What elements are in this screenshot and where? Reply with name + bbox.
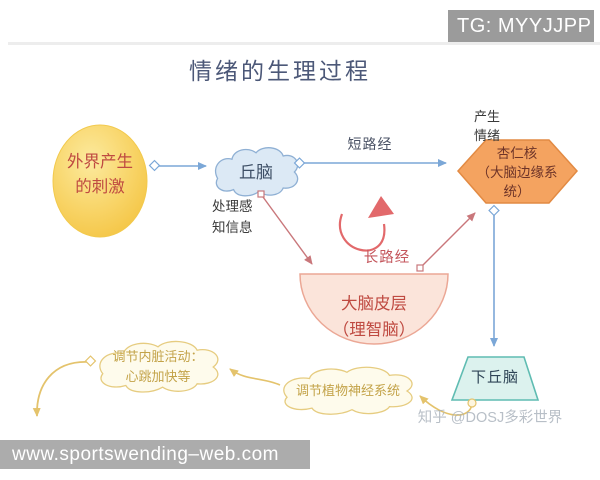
cortex-bowl xyxy=(299,273,449,345)
stimulus-node-label: 外界产生 的刺激 xyxy=(67,152,133,196)
diamond-connector-icon xyxy=(488,204,500,217)
diamond-connector-icon xyxy=(84,355,97,367)
square-connector-icon xyxy=(416,264,424,272)
watermark: 知乎 @DOSJ多彩世界 xyxy=(417,410,563,426)
diamond-connector-icon xyxy=(148,159,161,172)
thalamus-note: 处理感 知信息 xyxy=(212,199,253,235)
feedback-arrowhead-icon xyxy=(368,196,394,218)
edge-hypothalamus-to-autonomic xyxy=(419,395,473,416)
autonomic-node-label: 调节植物神经系统 xyxy=(295,383,400,398)
visceral-cloud xyxy=(100,341,218,392)
edge-autonomic-to-visceral xyxy=(229,368,281,386)
cortex-node-label: 大脑皮层 （理智脑） xyxy=(332,294,416,339)
stimulus-circle xyxy=(52,124,148,238)
circle-connector-icon xyxy=(467,398,477,408)
long-path-edge-label: 长路经 xyxy=(363,250,411,266)
edge-feedback-hook xyxy=(338,213,386,252)
amygdala-hexagon xyxy=(456,139,579,204)
hypothalamus-trapezoid xyxy=(450,356,540,401)
short-path-edge-label: 短路经 xyxy=(347,138,393,153)
amygdala-node-label: 杏仁核 （大脑边缘系 统） xyxy=(476,146,558,199)
thalamus-cloud xyxy=(216,148,298,196)
image-top-edge xyxy=(8,42,600,45)
amygdala-note: 产生 情绪 xyxy=(474,109,501,143)
autonomic-cloud xyxy=(284,367,412,414)
edge-thalamus-to-cortex xyxy=(262,196,313,265)
edge-visceral-output xyxy=(32,361,91,417)
diamond-connector-icon xyxy=(293,157,306,169)
visceral-node-label: 调节内脏活动： 心跳加快等 xyxy=(112,349,204,384)
tg-badge: TG: MYYJJPP xyxy=(448,10,594,42)
url-bar: www.sportswending–web.com xyxy=(0,440,310,469)
page-title: 情绪的生理过程 xyxy=(189,59,371,84)
edge-cortex-to-amygdala xyxy=(420,212,476,268)
hypothalamus-node-label: 下丘脑 xyxy=(470,370,519,386)
square-connector-icon xyxy=(257,190,265,198)
thalamus-node-label: 丘脑 xyxy=(239,163,273,182)
